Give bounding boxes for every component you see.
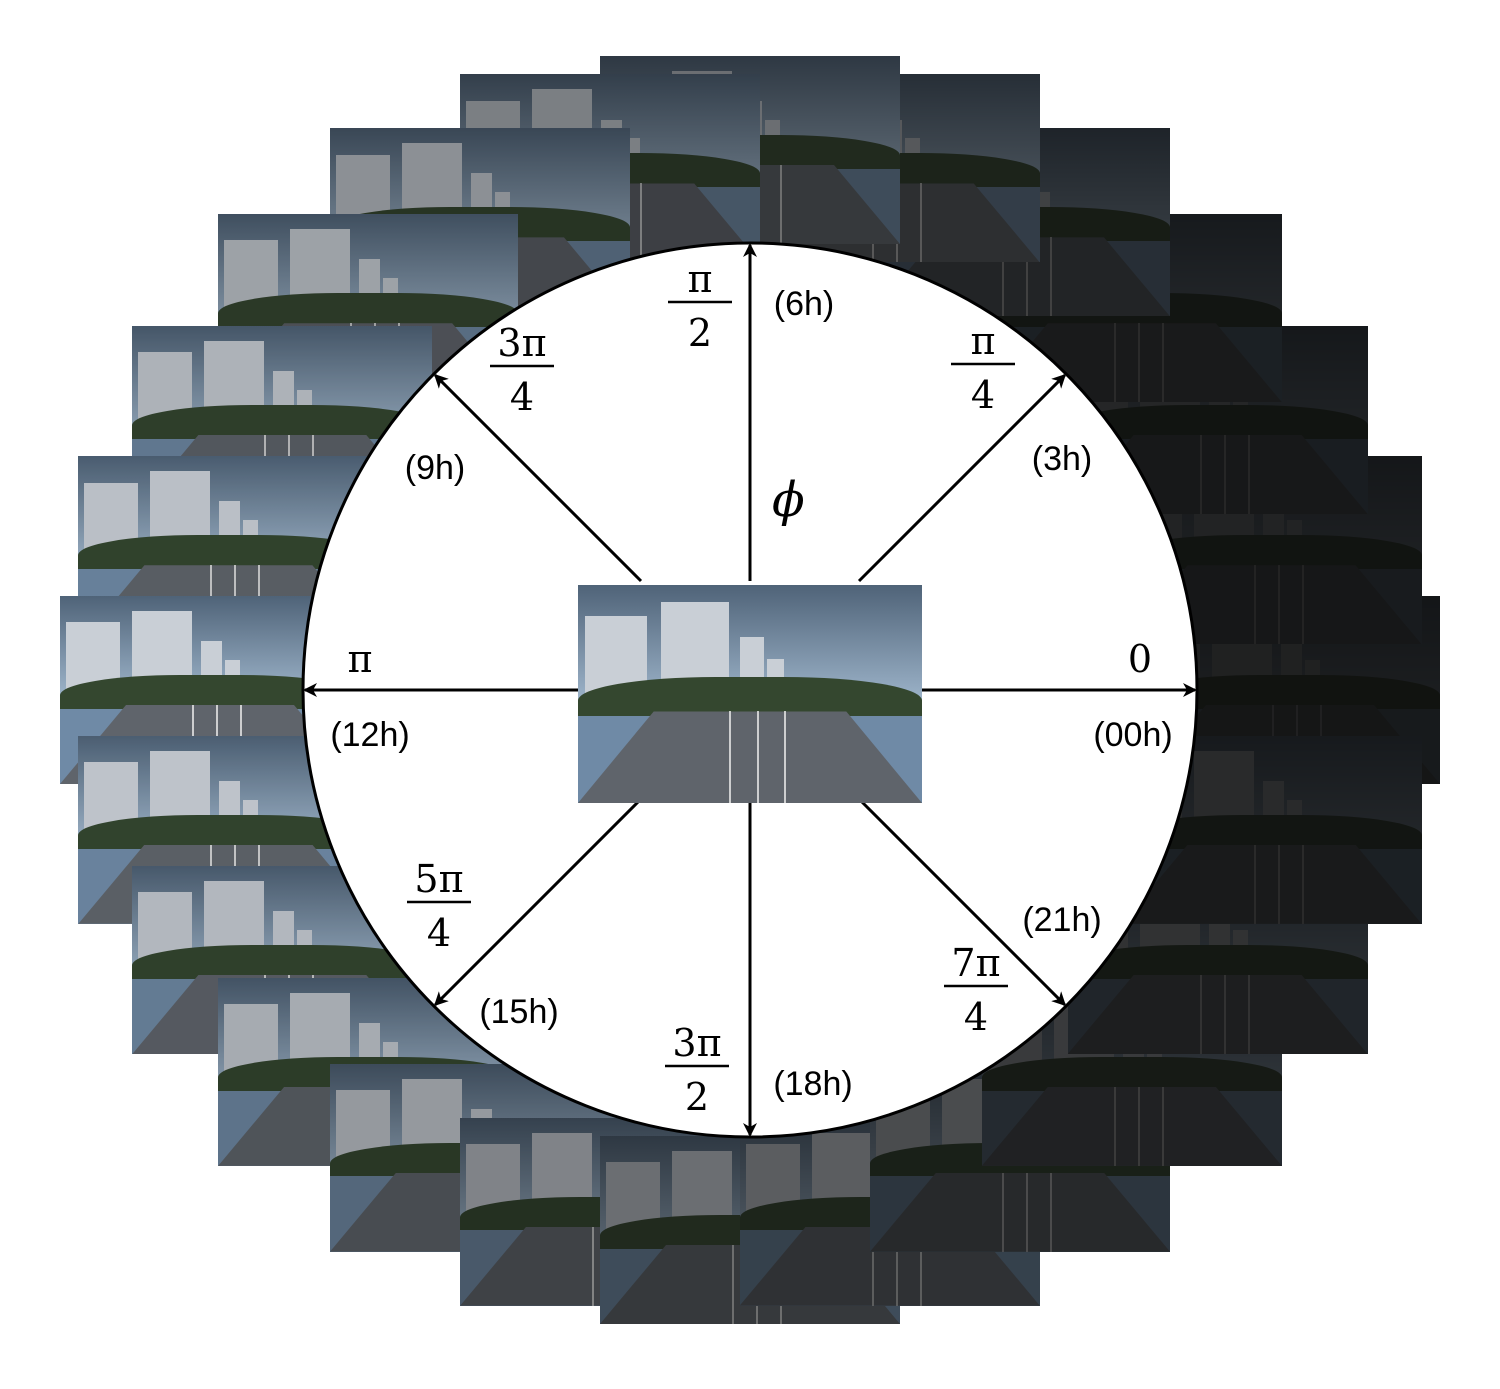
hour-label-a90: (6h): [774, 285, 834, 323]
angle-arrows: [303, 243, 1197, 1137]
hour-label-a225: (15h): [479, 993, 558, 1031]
arrow-a45: [857, 373, 1067, 583]
angle-numerator-a45: π: [971, 319, 996, 363]
hour-label-a135: (9h): [405, 449, 465, 487]
hour-label-a45: (3h): [1032, 440, 1092, 478]
angle-numerator-a225: 5π: [414, 857, 463, 901]
arrow-a135: [433, 373, 643, 583]
angle-numerator-a270: 3π: [672, 1021, 721, 1065]
angle-denominator-a45: 4: [971, 373, 995, 417]
angle-label-a0: 0: [1128, 637, 1152, 681]
angle-label-a180: π: [348, 637, 373, 681]
angle-numerator-a135: 3π: [497, 321, 546, 365]
center-frame-photo: [578, 585, 922, 803]
hour-label-a270: (18h): [773, 1065, 852, 1103]
angle-numerator-a90: π: [688, 257, 713, 301]
angle-labels: 0 (00h) π 4 (3h) π 2 (6h) 3π 4 (9h) π (12h) 5π 4 (15h) 3…: [330, 257, 1172, 1119]
arrow-a315: [857, 797, 1067, 1007]
hour-label-a315: (21h): [1022, 901, 1101, 939]
angle-denominator-a135: 4: [510, 375, 534, 419]
angle-denominator-a225: 4: [427, 911, 451, 955]
angle-numerator-a315: 7π: [951, 941, 1000, 985]
angle-denominator-a315: 4: [964, 995, 988, 1039]
hour-label-a0: (00h): [1093, 716, 1172, 754]
angle-denominator-a270: 2: [685, 1075, 709, 1119]
hour-label-a180: (12h): [330, 716, 409, 754]
angle-denominator-a90: 2: [688, 311, 712, 355]
arrow-a225: [433, 797, 643, 1007]
phi-label: ϕ: [772, 472, 805, 528]
